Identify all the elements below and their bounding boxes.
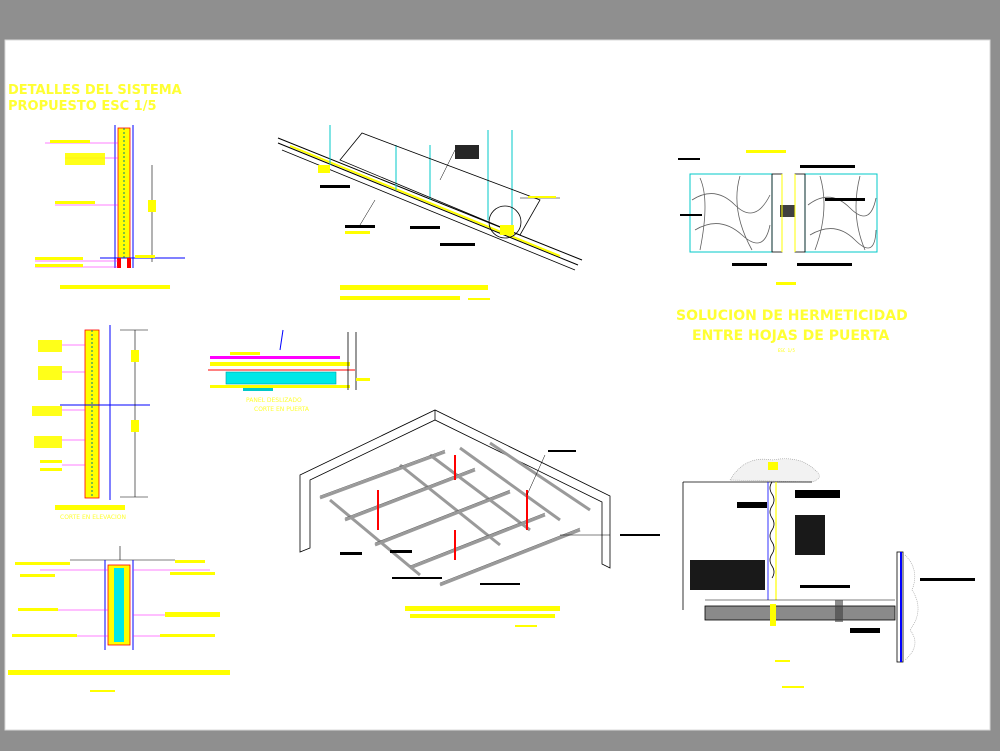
detail-door-track [682,458,975,688]
panel-caption-line1: PANEL DESLIZADO [246,397,302,404]
paper-border [4,39,991,731]
detail-vertical-panel [35,125,185,289]
detail-door-joint-plan [678,150,878,285]
hermeticidad-title-line1: SOLUCION DE HERMETICIDAD [676,308,908,324]
detail-sliding-panel [208,329,370,391]
panel-caption-line2: CORTE EN PUERTA [254,406,310,413]
hermeticidad-title-line2: ENTRE HOJAS DE PUERTA [692,328,890,344]
sheet-title-line2: PROPUESTO ESC 1/5 [8,99,157,114]
detail-sloped-section [277,125,583,300]
sheet-title-line1: DETALLES DEL SISTEMA [8,83,182,98]
elevacion-caption: CORTE EN ELEVACION [60,514,126,521]
hermeticidad-scale: ESC 1/5 [778,348,795,353]
detail-isometric-ceiling-grid [299,409,660,627]
detail-bottom-joint [8,546,230,692]
detail-elevation-section [32,325,150,510]
